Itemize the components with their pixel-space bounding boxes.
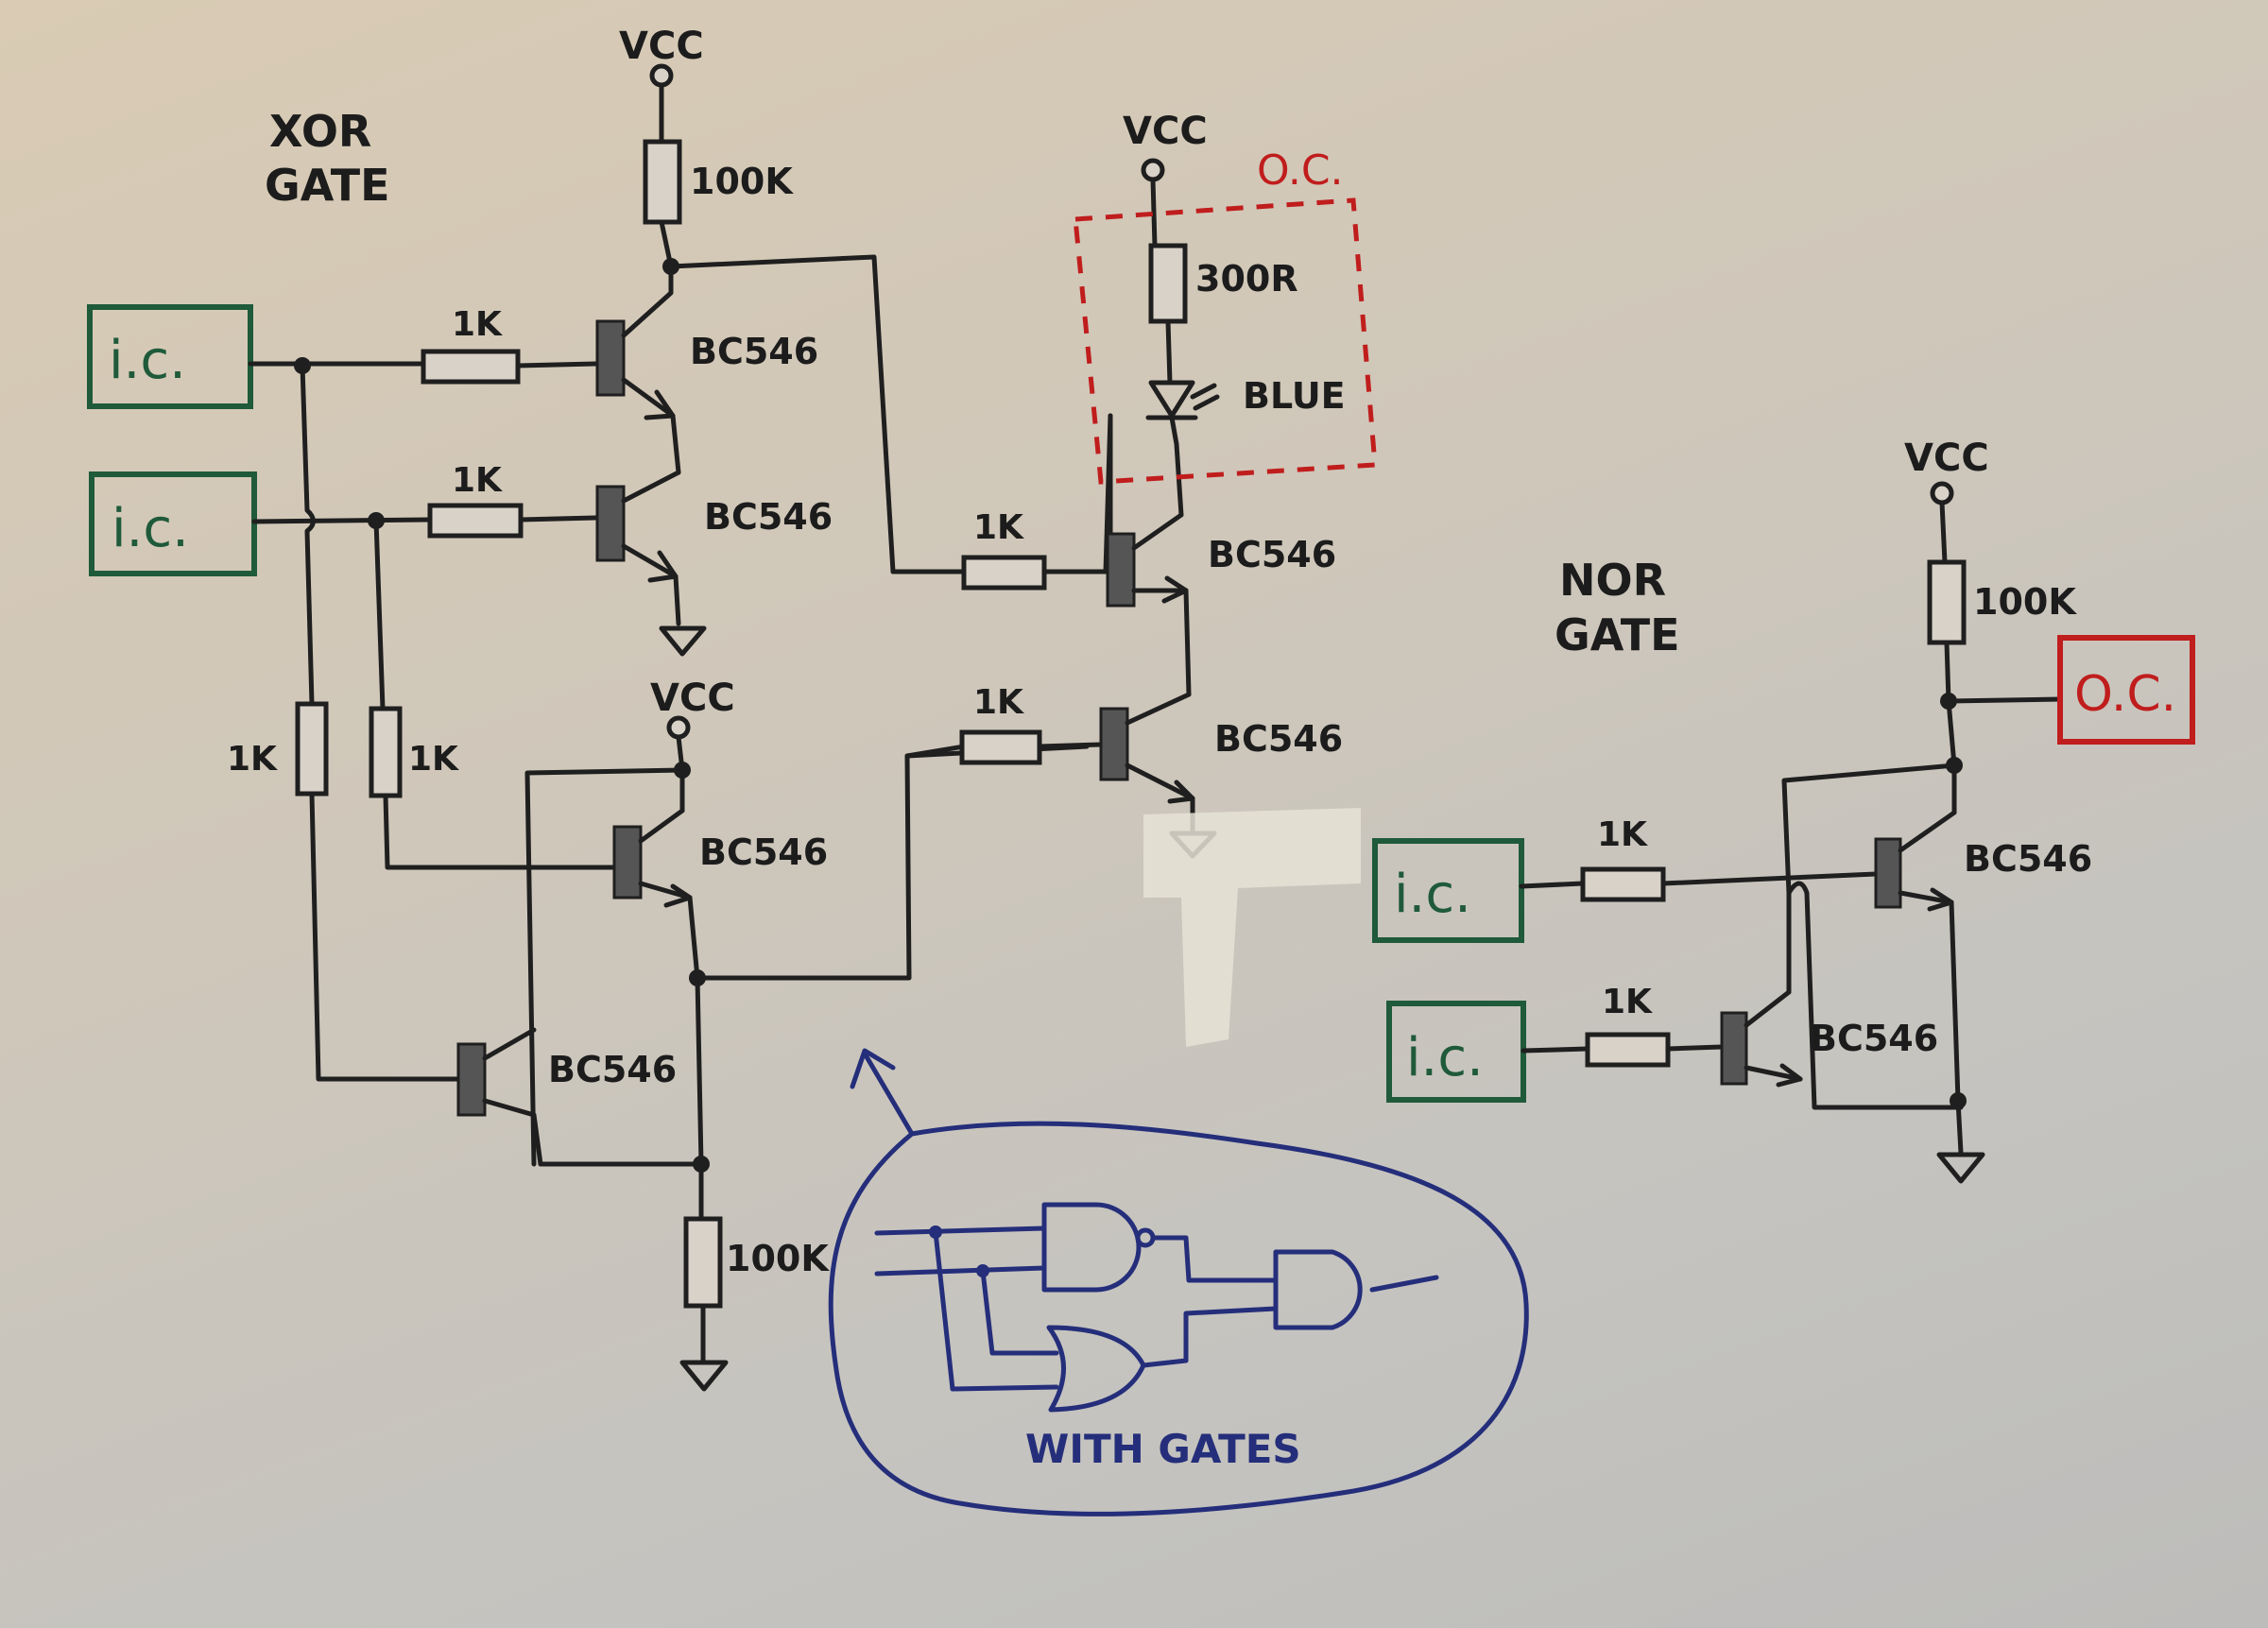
xor-gate-section: XOR GATE VCC 100K i.c. i.c. 1K 1K: [87, 25, 1113, 1392]
resistor-100k-xor-bottom: [683, 1216, 723, 1309]
label-100k-xor-bottom: 100K: [726, 1238, 830, 1279]
vcc-terminal-xor-top: [649, 63, 674, 88]
nand-gate-symbol: [1041, 1202, 1142, 1293]
label-1k-led-q5: 1K: [973, 508, 1024, 547]
tape-patch: [1143, 808, 1361, 1047]
label-1k-nor-in1: 1K: [1597, 815, 1648, 854]
input-box-nor-1: [1372, 838, 1524, 943]
xor-title-line2: GATE: [265, 160, 390, 211]
led-blue: [1145, 380, 1220, 420]
input-label-xor-1: i.c.: [109, 330, 186, 391]
label-1k-xor-in2: 1K: [452, 461, 503, 500]
output-box-nor: [2057, 635, 2195, 745]
transistor-q6-led: [1099, 692, 1195, 804]
led-driver-section: VCC 300R BLUE O.C. 1K BC546: [890, 110, 1378, 1047]
transistor-q1-xor: [595, 264, 676, 420]
vcc-label-nor: VCC: [1904, 437, 1989, 480]
label-100k-nor: 100K: [1973, 581, 2077, 623]
label-bc546-q2: BC546: [704, 496, 833, 538]
label-bc546-q4: BC546: [548, 1049, 677, 1090]
label-100k-xor-top: 100K: [690, 161, 794, 202]
resistor-100k-xor-top: [643, 139, 682, 225]
ground-xor-bottom: [679, 1360, 729, 1392]
resistor-1k-xor-v1: [295, 701, 329, 797]
and-gate-symbol: [1273, 1249, 1363, 1330]
resistor-1k-led-q6: [959, 729, 1042, 765]
transistor-q5-led: [1106, 512, 1189, 608]
transistor-q7-nor: [1874, 810, 1957, 912]
input-label-xor-2: i.c.: [112, 498, 189, 559]
label-300r: 300R: [1195, 258, 1298, 300]
label-bc546-q8: BC546: [1810, 1018, 1938, 1059]
label-led-blue: BLUE: [1243, 375, 1346, 417]
label-bc546-q3: BC546: [699, 831, 828, 873]
oc-label-dashed: O.C.: [1257, 146, 1344, 195]
label-bc546-q7: BC546: [1964, 838, 2092, 880]
vcc-terminal-nor: [1930, 481, 1954, 506]
ground-xor-q2: [659, 625, 707, 657]
output-label-nor: O.C.: [2074, 666, 2176, 723]
input-box-xor-1: [87, 304, 253, 409]
resistor-1k-xor-v2: [369, 706, 403, 798]
oc-dashed-boundary: [1073, 197, 1378, 485]
vcc-label-xor-mid: VCC: [650, 677, 735, 720]
resistor-1k-nor-in1: [1580, 866, 1666, 902]
label-bc546-q6: BC546: [1214, 718, 1343, 760]
resistor-1k-xor-in2: [427, 503, 524, 539]
or-gate-symbol: [1046, 1325, 1146, 1413]
label-bc546-q5: BC546: [1208, 534, 1336, 575]
transistor-q2-xor: [595, 470, 681, 583]
label-1k-nor-in2: 1K: [1602, 983, 1653, 1021]
resistor-1k-xor-in1: [421, 349, 521, 385]
vcc-label-xor-top: VCC: [619, 25, 704, 68]
label-bc546-q1: BC546: [690, 331, 818, 372]
gates-sketch-section: WITH GATES: [828, 1048, 1529, 1517]
input-label-nor-1: i.c.: [1394, 864, 1471, 925]
resistor-1k-led-q5: [961, 555, 1047, 591]
xor-title-line1: XOR: [269, 106, 371, 157]
label-1k-xor-in1: 1K: [452, 305, 503, 344]
label-1k-xor-v2: 1K: [408, 740, 459, 779]
resistor-1k-nor-in2: [1585, 1032, 1671, 1068]
nor-gate-section: NOR GATE VCC 100K O.C. i.c. i.c. 1K 1K: [1372, 437, 2195, 1184]
input-label-nor-2: i.c.: [1406, 1027, 1484, 1088]
nor-title-line1: NOR: [1559, 555, 1666, 606]
resistor-300r: [1148, 243, 1188, 324]
label-1k-xor-v1: 1K: [227, 740, 278, 779]
vcc-label-led: VCC: [1123, 110, 1208, 153]
vcc-terminal-led: [1141, 158, 1165, 182]
transistor-q4-xor: [456, 1027, 537, 1118]
label-1k-led-q6: 1K: [973, 683, 1024, 722]
transistor-q8-nor: [1720, 989, 1803, 1088]
ground-nor: [1936, 1152, 1985, 1184]
resistor-100k-nor: [1927, 559, 1967, 645]
nor-title-line2: GATE: [1555, 609, 1680, 660]
transistor-q3-xor: [612, 808, 693, 908]
vcc-terminal-xor-mid: [666, 715, 691, 740]
gates-note: WITH GATES: [1025, 1426, 1301, 1472]
gates-sketch-outline: [828, 1121, 1529, 1517]
